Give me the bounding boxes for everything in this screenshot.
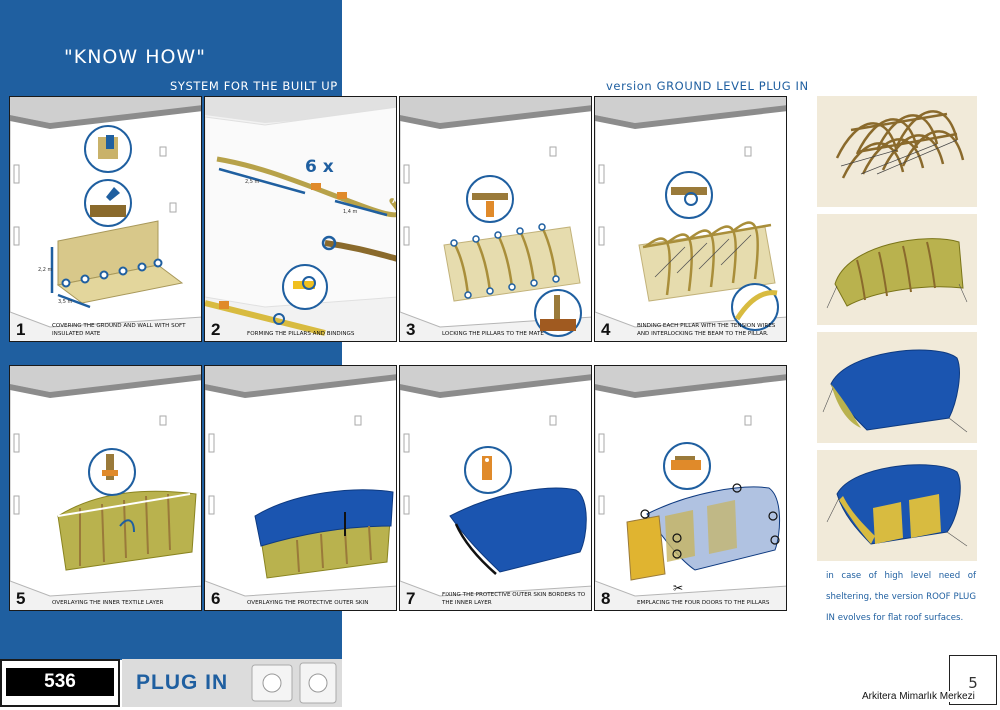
credit-watermark: Arkitera Mimarlık Merkezi	[860, 691, 977, 702]
step-panel-8: ✂ 8 EMPLACING THE FOUR DOORS TO THE PILL…	[594, 365, 787, 611]
svg-text:✂: ✂	[673, 581, 683, 595]
step-2-dim-short: 1,4 m	[343, 209, 358, 215]
step-6-illustration	[205, 366, 396, 597]
step-2-number: 2	[211, 320, 221, 339]
side-note: in case of high level need of sheltering…	[826, 571, 976, 623]
step-panel-1: 2,2 m 3,5 m 1 COVERING THE GROUND AND WA…	[9, 96, 202, 342]
render-complete	[817, 450, 977, 561]
step-panel-2: 6 x 2,5 m 1,4 m 2 FORMING THE PILLARS AN…	[204, 96, 397, 342]
logo-text: PLUG IN	[136, 671, 229, 694]
plug-in-logo: PLUG IN	[122, 659, 342, 707]
step-8-illustration: ✂	[595, 366, 786, 597]
step-1-dim-width: 3,5 m	[58, 299, 73, 305]
step-panel-5: 5 OVERLAYING THE INNER TEXTILE LAYER	[9, 365, 202, 611]
step-2-illustration	[205, 97, 396, 336]
step-7-illustration	[400, 366, 591, 597]
step-4-illustration	[595, 97, 786, 331]
step-2-dim-long: 2,5 m	[245, 179, 260, 185]
project-number-box: 536	[0, 659, 120, 707]
step-3-caption: LOCKING THE PILLARS TO THE MATE	[442, 331, 544, 337]
step-3-illustration	[400, 97, 591, 337]
project-number: 536	[6, 668, 114, 696]
render-frame-textile	[817, 214, 977, 325]
step-5-illustration	[10, 366, 201, 597]
step-8-number: 8	[601, 589, 611, 608]
step-1-number: 1	[16, 320, 26, 339]
step-1-dim-height: 2,2 m	[38, 267, 53, 273]
step-3-number: 3	[406, 320, 416, 339]
step-4-number: 4	[601, 320, 611, 339]
step-4-caption: BINDING EACH PILLAR WITH THE TENSION WIR…	[637, 323, 776, 337]
subtitle-right: version GROUND LEVEL PLUG IN	[606, 79, 809, 93]
step-5-number: 5	[16, 589, 26, 608]
step-panel-3: 3 LOCKING THE PILLARS TO THE MATE	[399, 96, 592, 342]
step-6-number: 6	[211, 589, 221, 608]
step-1-caption: COVERING THE GROUND AND WALL WITH SOFT I…	[52, 323, 186, 337]
step-2-multiplier: 6 x	[305, 157, 334, 177]
render-skin	[817, 332, 977, 443]
step-8-caption: EMPLACING THE FOUR DOORS TO THE PILLARS	[637, 600, 770, 606]
step-7-number: 7	[406, 589, 416, 608]
subtitle-left: SYSTEM FOR THE BUILT UP	[170, 79, 338, 93]
step-1-illustration	[10, 97, 201, 328]
page-number: 5	[949, 655, 997, 705]
step-6-caption: OVERLAYING THE PROTECTIVE OUTER SKIN	[247, 600, 369, 606]
step-panel-6: 6 OVERLAYING THE PROTECTIVE OUTER SKIN	[204, 365, 397, 611]
step-panel-4: 4 BINDING EACH PILLAR WITH THE TENSION W…	[594, 96, 787, 342]
step-5-caption: OVERLAYING THE INNER TEXTILE LAYER	[52, 600, 164, 606]
render-frame-structure	[817, 96, 977, 207]
step-panel-7: 7 FIXING THE PROTECTIVE OUTER SKIN BORDE…	[399, 365, 592, 611]
step-2-caption: FORMING THE PILLARS AND BINDINGS	[247, 331, 355, 337]
step-7-caption: FIXING THE PROTECTIVE OUTER SKIN BORDERS…	[442, 592, 586, 606]
page-title: "KNOW HOW"	[64, 46, 206, 68]
